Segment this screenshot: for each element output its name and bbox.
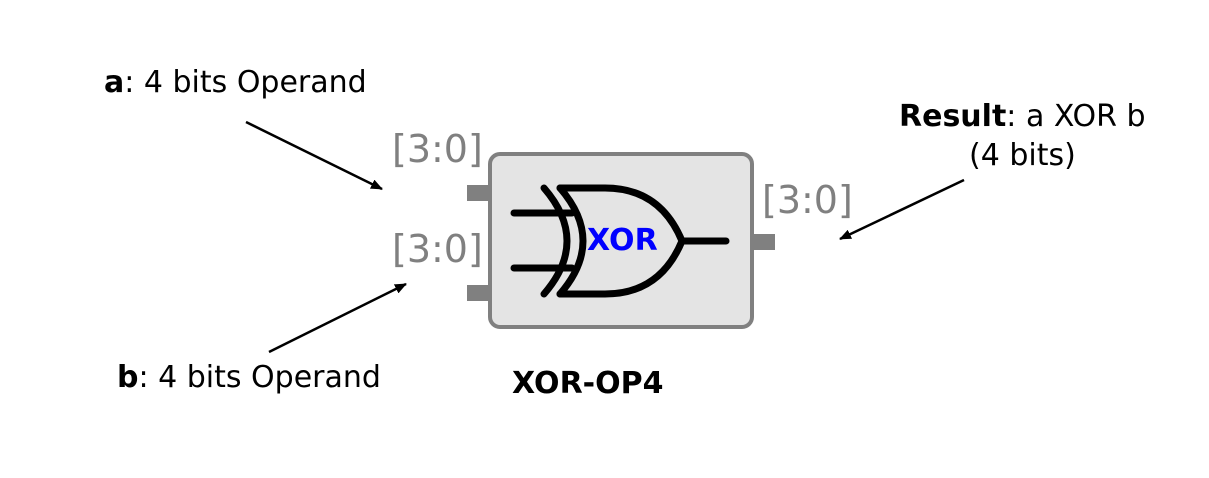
input-a-name: a (104, 65, 125, 100)
input-b-name: b (117, 360, 139, 395)
arrow-to-output (839, 178, 965, 241)
arrow-to-input-a (245, 120, 383, 191)
block-name: XOR-OP4 (512, 366, 664, 401)
output-pin (752, 234, 775, 250)
input-a-label: a: 4 bits Operand (104, 68, 367, 98)
output-label: Result: a XOR b (899, 102, 1146, 132)
output-width-note: (4 bits) (969, 138, 1076, 173)
xor-gate-icon (510, 184, 730, 298)
input-b-description: : 4 bits Operand (138, 360, 381, 395)
output-name: Result (899, 99, 1007, 134)
arrow-to-input-b (268, 282, 407, 354)
output-bus-range: [3:0] (762, 178, 853, 222)
input-b-pin (467, 285, 490, 301)
input-b-label: b: 4 bits Operand (117, 363, 381, 393)
input-b-bus-range: [3:0] (392, 227, 483, 271)
input-a-bus-range: [3:0] (392, 127, 483, 171)
output-description: : a XOR b (1006, 99, 1146, 134)
input-a-description: : 4 bits Operand (124, 65, 367, 100)
input-a-pin (467, 185, 490, 201)
gate-label: XOR (587, 223, 658, 258)
